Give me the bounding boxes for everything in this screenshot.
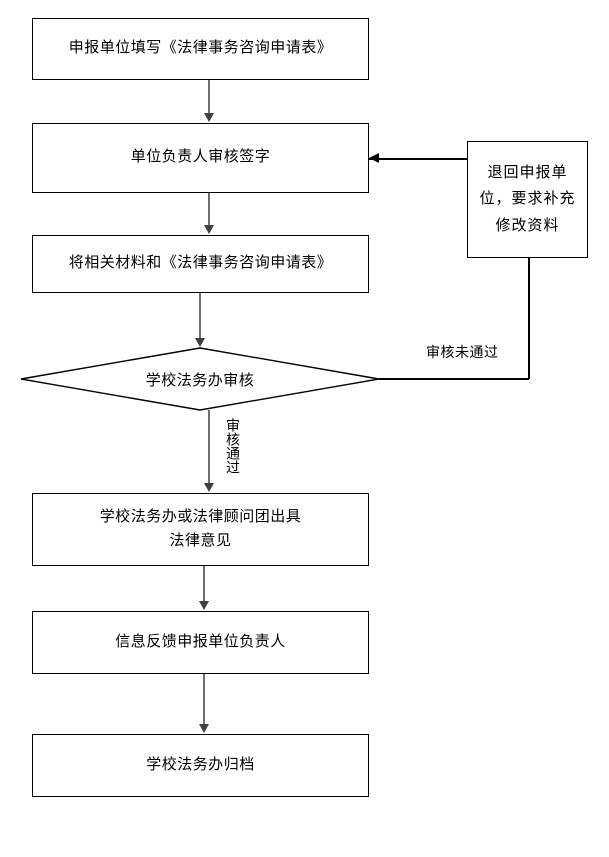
- edge-label-review-rejected: 审核未通过: [426, 346, 499, 361]
- flow-node-sign-label: 单位负责人审核签字: [130, 149, 271, 166]
- flow-node-apply[interactable]: 申报单位填写《法律事务咨询申请表》: [32, 18, 369, 80]
- arrowhead-submit-to-review: [195, 338, 205, 347]
- flow-node-archive-label: 学校法务办归档: [146, 756, 255, 773]
- flow-node-archive[interactable]: 学校法务办归档: [32, 734, 369, 797]
- arrowhead-sign-to-submit: [204, 225, 214, 234]
- flow-node-sign[interactable]: 单位负责人审核签字: [32, 123, 369, 193]
- flow-node-feedback-label: 信息反馈申报单位负责人: [115, 633, 286, 650]
- arrowhead-review-to-opinion: [204, 483, 214, 492]
- connector-submit-to-review: [199, 293, 201, 339]
- flow-node-opinion[interactable]: 学校法务办或法律顾问团出具 法律意见: [32, 493, 369, 566]
- connector-sign-to-submit: [208, 193, 210, 226]
- arrowhead-opinion-to-feedback: [199, 601, 209, 610]
- diamond-shape: [20, 347, 380, 411]
- arrowhead-feedback-to-archive: [199, 724, 209, 733]
- flow-node-feedback[interactable]: 信息反馈申报单位负责人: [32, 611, 369, 674]
- flow-node-opinion-label: 学校法务办或法律顾问团出具 法律意见: [99, 509, 302, 549]
- connector-review-to-return-vertical: [528, 258, 530, 379]
- flow-node-return-label: 退回申报单位，要求补充修改资料: [479, 165, 576, 234]
- connector-opinion-to-feedback: [203, 566, 205, 602]
- flow-node-submit-label: 将相关材料和《法律事务咨询申请表》: [68, 255, 333, 272]
- arrowhead-apply-to-sign: [204, 113, 214, 122]
- connector-review-to-return-horizontal: [379, 378, 529, 380]
- flow-node-review-label: 学校法务办审核: [145, 372, 255, 389]
- connector-review-to-opinion: [208, 410, 210, 484]
- flow-node-review-decision[interactable]: 学校法务办审核: [20, 347, 380, 411]
- flow-node-return[interactable]: 退回申报单位，要求补充修改资料: [467, 141, 588, 258]
- arrowhead-return-to-sign: [369, 153, 379, 163]
- flow-node-apply-label: 申报单位填写《法律事务咨询申请表》: [68, 40, 333, 57]
- connector-feedback-to-archive: [203, 674, 205, 725]
- connector-apply-to-sign: [208, 80, 210, 114]
- flow-node-submit[interactable]: 将相关材料和《法律事务咨询申请表》: [32, 235, 369, 293]
- connector-return-to-sign: [369, 158, 467, 160]
- edge-label-review-passed: 审核通过: [224, 418, 239, 474]
